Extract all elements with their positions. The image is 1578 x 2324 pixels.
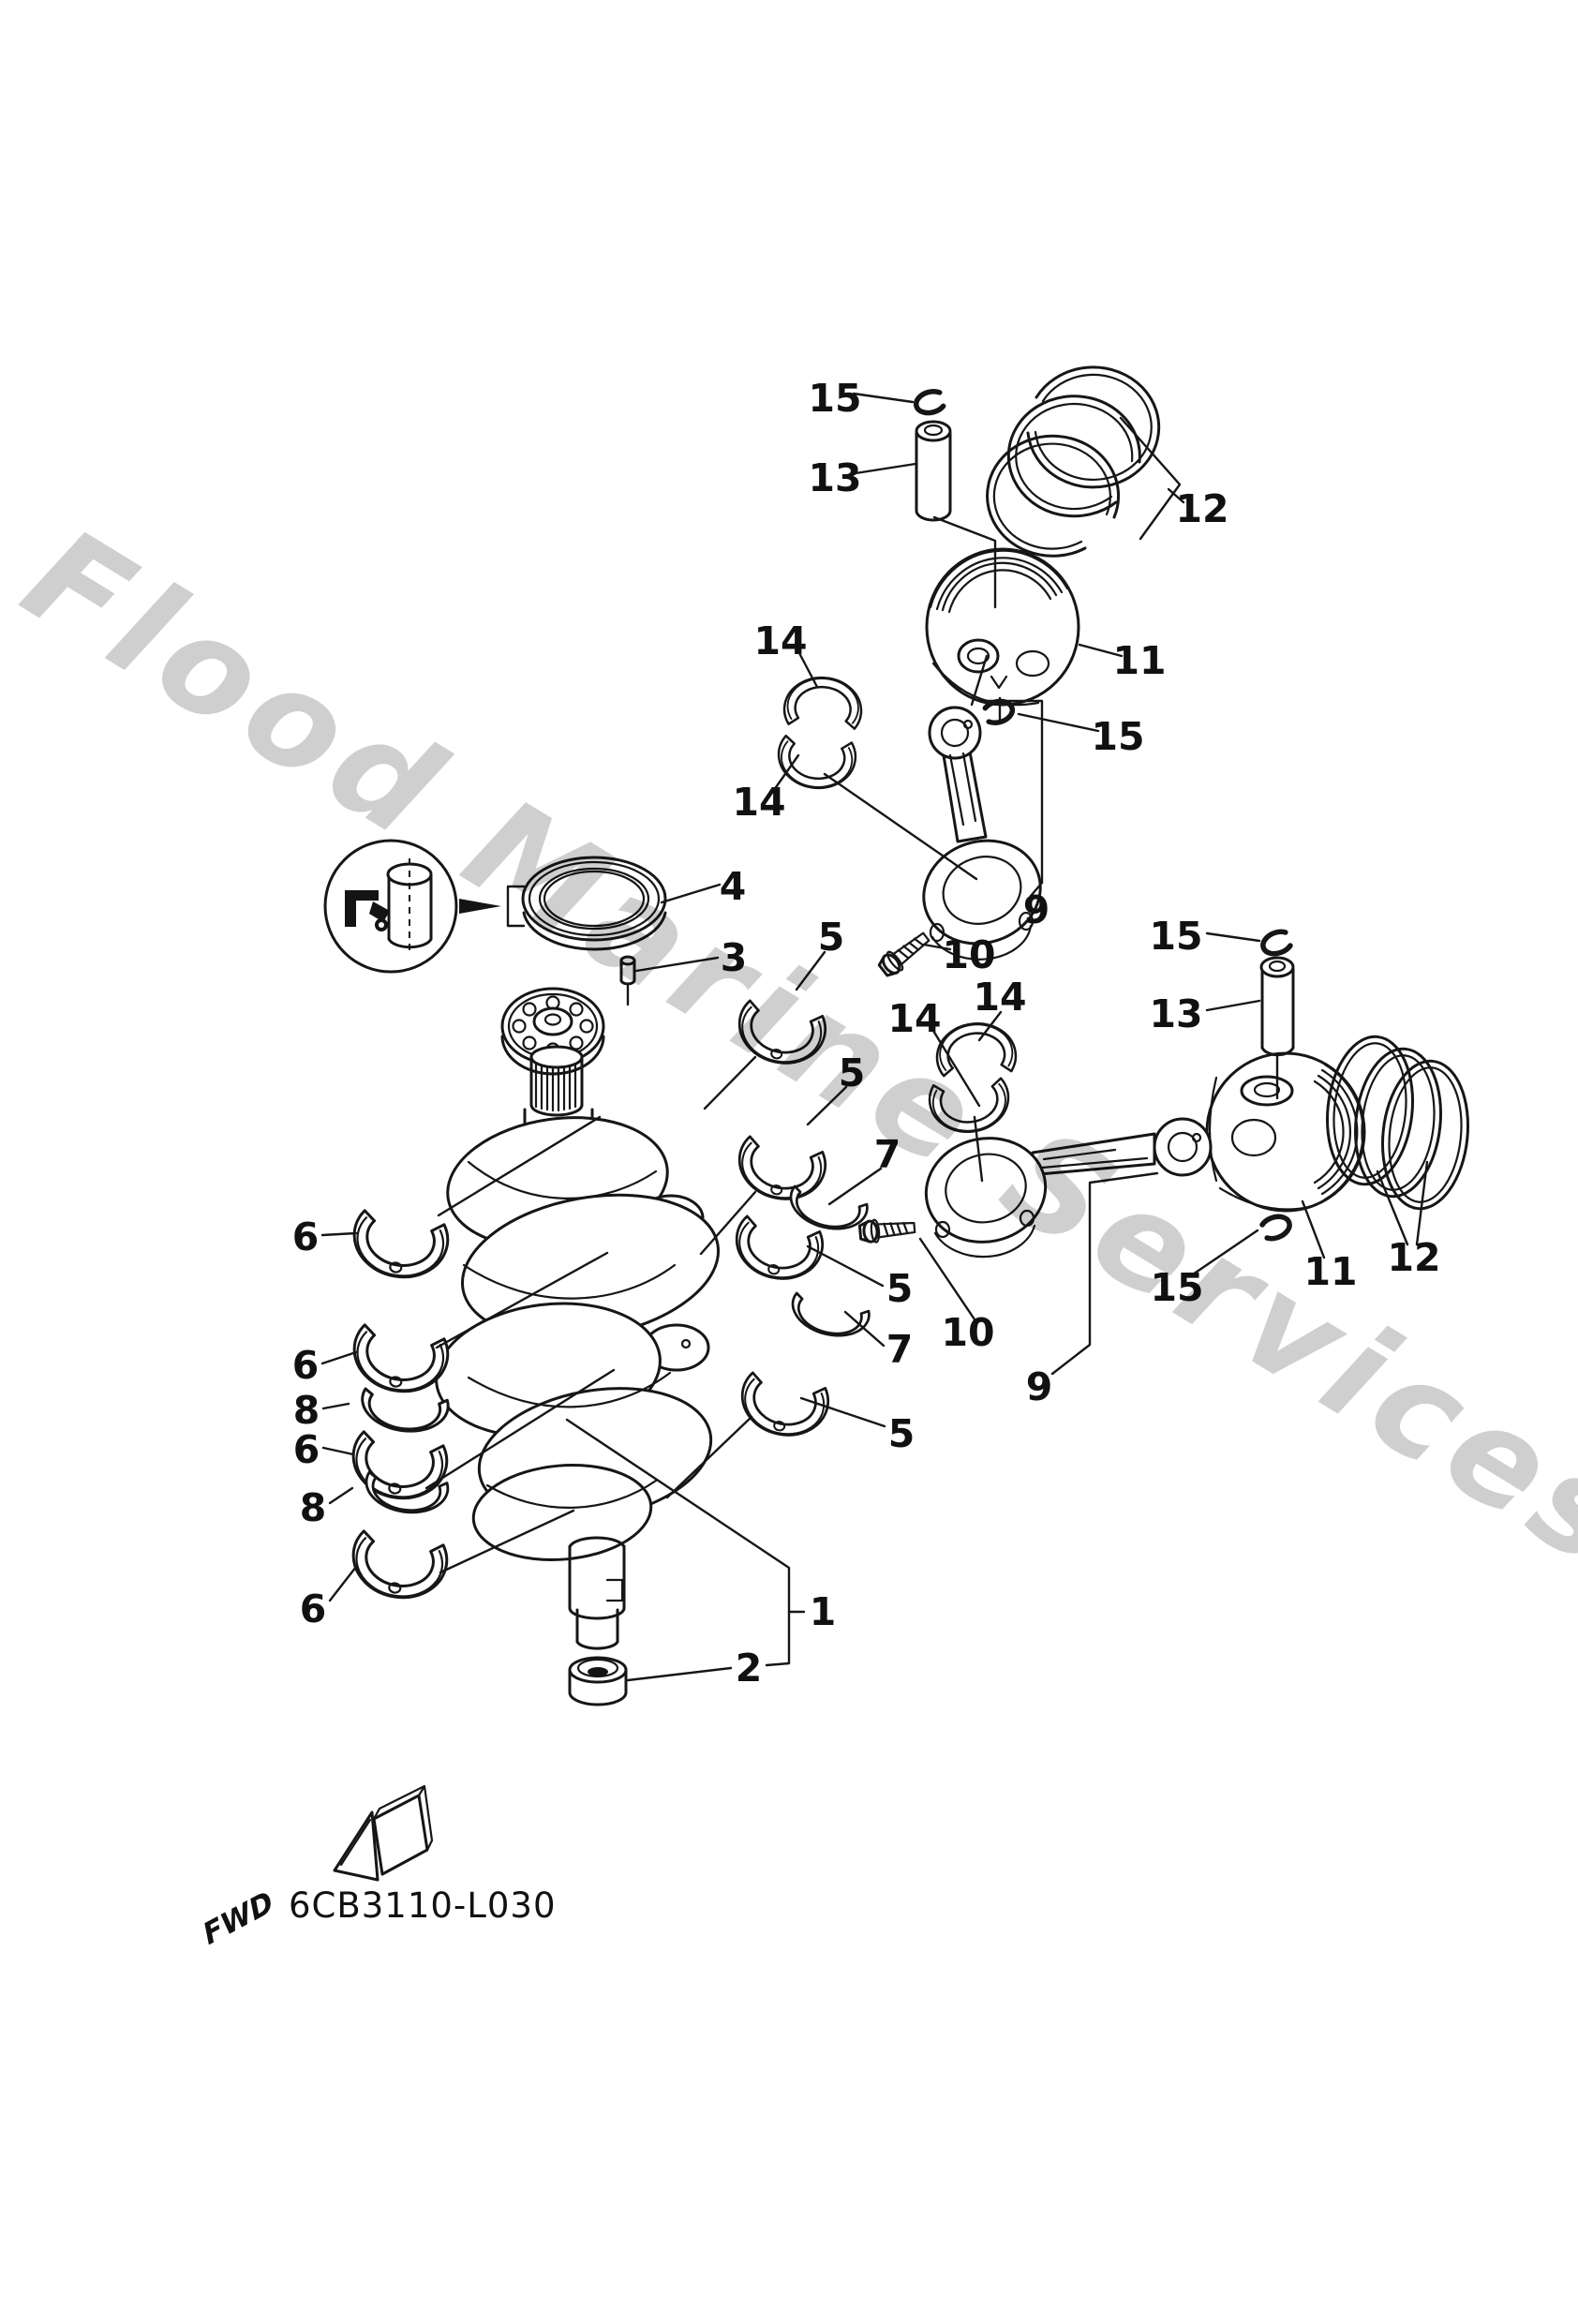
callout-11-b: 11 bbox=[1303, 1249, 1357, 1294]
crankshaft-drawing bbox=[435, 987, 721, 1650]
callout-4: 4 bbox=[720, 864, 747, 909]
piston-rings-cyl1-drawing bbox=[986, 365, 1182, 558]
callout-6-a: 6 bbox=[292, 1214, 320, 1259]
callout-14-a: 14 bbox=[753, 618, 807, 663]
connecting-rod-cyl2-drawing bbox=[857, 1117, 1213, 1259]
rod-bolt-cyl1-drawing bbox=[874, 926, 935, 981]
callout-5-c: 5 bbox=[886, 1266, 914, 1311]
callout-5-d: 5 bbox=[888, 1411, 916, 1456]
washer-drawing bbox=[568, 1656, 628, 1706]
piston-cyl1-drawing bbox=[925, 547, 1080, 707]
callout-5-b: 5 bbox=[839, 1050, 866, 1095]
rod-bearings-cyl2 bbox=[927, 1020, 1019, 1138]
oil-seal-drawing bbox=[521, 856, 667, 951]
clip-tool-icon bbox=[345, 890, 390, 931]
callout-10-b: 10 bbox=[941, 1310, 994, 1355]
detail-inset bbox=[323, 839, 526, 974]
piston-pin-cyl1-drawing bbox=[915, 420, 952, 522]
callout-14-c: 14 bbox=[973, 975, 1026, 1020]
main-bearings-left bbox=[347, 1210, 450, 1605]
fwd-arrow: FWD bbox=[199, 1784, 434, 1953]
callout-13-a: 13 bbox=[808, 455, 861, 500]
callout-15-b: 15 bbox=[1091, 714, 1144, 759]
callout-10-a: 10 bbox=[942, 932, 995, 977]
callout-15-a: 15 bbox=[808, 376, 861, 421]
piston-pin-cyl2-drawing bbox=[1259, 956, 1295, 1057]
pin-clip-top-cyl1 bbox=[914, 389, 946, 416]
pin-clip-top-cyl2 bbox=[1260, 929, 1294, 958]
callout-1: 1 bbox=[810, 1589, 837, 1634]
callout-8-a: 8 bbox=[293, 1388, 320, 1433]
fwd-label: FWD bbox=[199, 1885, 278, 1953]
callout-13-b: 13 bbox=[1149, 991, 1202, 1036]
callout-12-b: 12 bbox=[1387, 1235, 1440, 1280]
dowel-pin-drawing bbox=[619, 955, 636, 1006]
callout-15-c: 15 bbox=[1149, 914, 1202, 959]
leader-lines bbox=[320, 392, 1429, 1682]
callout-15-d: 15 bbox=[1150, 1265, 1203, 1310]
ring-set-plane bbox=[1119, 416, 1182, 541]
callout-14-d: 14 bbox=[887, 996, 941, 1041]
rod-bearings-cyl1 bbox=[774, 674, 865, 794]
callout-9-b: 9 bbox=[1026, 1364, 1053, 1409]
callout-5-a: 5 bbox=[818, 915, 845, 960]
pin-clip-bottom-cyl2 bbox=[1258, 1213, 1292, 1242]
callout-12-a: 12 bbox=[1175, 486, 1228, 531]
callout-7-b: 7 bbox=[886, 1327, 914, 1372]
pointer-arrow-icon bbox=[459, 899, 501, 914]
callout-6-b: 6 bbox=[292, 1343, 320, 1388]
callout-7-a: 7 bbox=[874, 1132, 901, 1177]
callout-9-a: 9 bbox=[1023, 887, 1050, 932]
seal-bracket bbox=[506, 885, 526, 928]
callout-2: 2 bbox=[736, 1646, 763, 1691]
callout-8-b: 8 bbox=[300, 1485, 327, 1530]
callout-labels: 15 13 12 11 15 14 14 9 10 4 3 5 5 7 5 7 … bbox=[292, 376, 1441, 1691]
callout-3: 3 bbox=[721, 935, 748, 980]
piston-cyl2-drawing bbox=[1205, 1051, 1366, 1213]
callout-6-d: 6 bbox=[300, 1587, 327, 1631]
rod-bolt-cyl2-drawing bbox=[857, 1214, 917, 1245]
callout-14-b: 14 bbox=[732, 780, 785, 825]
callout-11-a: 11 bbox=[1112, 638, 1166, 683]
spline-teeth bbox=[534, 1060, 577, 1112]
connecting-rod-cyl1-drawing bbox=[874, 706, 1042, 981]
part-code: 6CB3110-L030 bbox=[289, 1885, 557, 1926]
piston-rings-cyl2-drawing bbox=[1325, 1035, 1470, 1211]
callout-6-c: 6 bbox=[293, 1427, 320, 1472]
